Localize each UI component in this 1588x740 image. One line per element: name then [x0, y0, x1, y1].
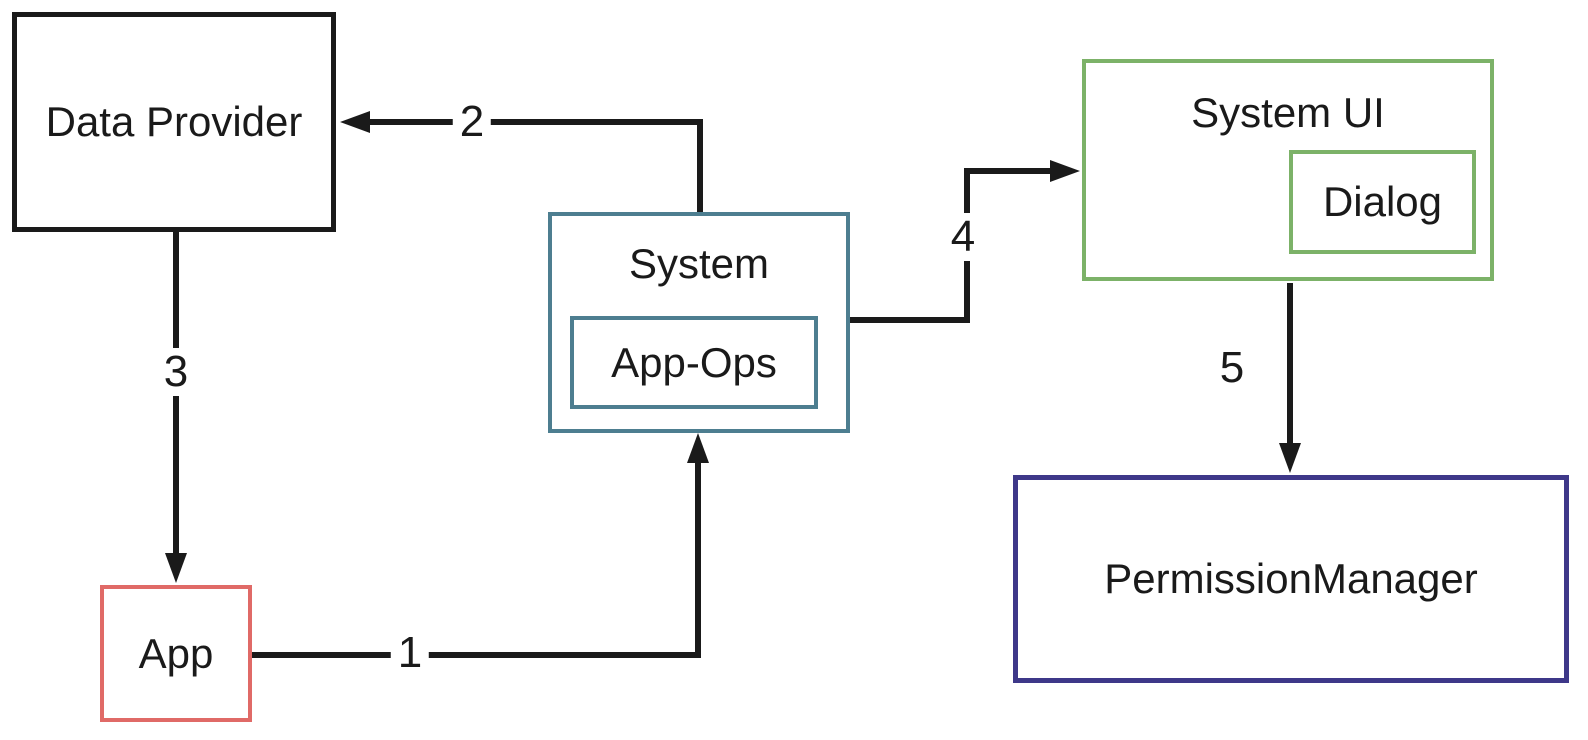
arrowhead-right-icon — [1050, 160, 1080, 182]
node-system-ui-label: System UI — [1191, 89, 1385, 136]
node-permission-manager: PermissionManager — [1013, 475, 1569, 683]
node-app-ops: App-Ops — [570, 316, 818, 409]
arrow-1 — [252, 433, 709, 658]
arrowhead-left-icon — [340, 111, 370, 133]
edge-label-1: 1 — [390, 629, 430, 677]
node-data-provider: Data Provider — [12, 12, 336, 232]
node-app: App — [100, 585, 252, 722]
arrowhead-down-icon — [165, 553, 187, 583]
arrowhead-up-icon — [687, 433, 709, 463]
node-system-label: System — [628, 240, 770, 287]
node-app-ops-label: App-Ops — [611, 338, 777, 386]
node-dialog-label: Dialog — [1322, 178, 1443, 225]
edge-label-3: 3 — [156, 348, 196, 396]
node-dialog: Dialog — [1289, 150, 1476, 254]
node-system-ui: System UI — [1082, 59, 1494, 281]
arrow-3 — [165, 232, 187, 583]
node-system: System — [548, 212, 850, 433]
edge-label-5: 5 — [1212, 344, 1252, 392]
node-permission-manager-label: PermissionManager — [1104, 555, 1478, 602]
arrow-5 — [1279, 283, 1301, 473]
node-app-label: App — [138, 629, 214, 677]
arrow-2 — [340, 111, 703, 212]
edge-label-4: 4 — [943, 213, 983, 261]
arrowhead-down-icon — [1279, 443, 1301, 473]
node-data-provider-label: Data Provider — [45, 98, 303, 145]
edge-label-2: 2 — [452, 98, 492, 146]
